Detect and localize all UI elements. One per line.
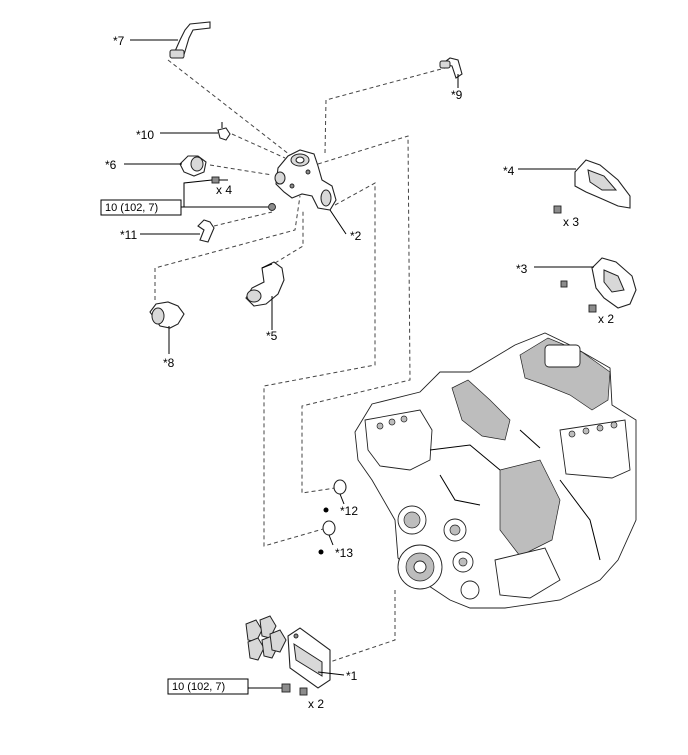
torque-leader-outlet [181,179,268,208]
hose-7-icon [169,21,211,59]
idler-pulley-icon [443,518,480,600]
hose-11-icon [197,219,215,243]
bolt-icon [560,280,597,313]
hose-5-icon [245,261,285,307]
callout-12: *12 [340,504,358,518]
callout-5: *5 [266,329,278,343]
torque-value-outlet: 10 (102, 7) [105,202,158,214]
callout-11: *11 [120,228,137,242]
callout-7: *7 [113,34,125,48]
leader-2 [329,209,347,235]
replace-marker-12 [323,507,329,513]
bracket-1-icon [287,627,331,689]
callout-1: *1 [346,669,358,683]
callout-6: *6 [105,158,117,172]
leader-13 [328,534,334,546]
callout-3: *3 [516,262,528,276]
water-pump-pulley-icon [397,505,427,535]
qty-p3-bolts: x 2 [598,312,614,326]
callout-10: *10 [136,128,154,142]
torque-value-bracket: 10 (102, 7) [172,681,225,693]
qty-p1-bolts: x 2 [308,697,324,711]
qty-p4-bolts: x 3 [563,215,579,229]
hose-8-icon [149,301,185,329]
clamp-10-icon [217,122,231,141]
gasket-13-icon [322,520,336,536]
gasket-12-icon [333,479,347,495]
torque-spec-outlet: 10 (102, 7) [100,199,182,216]
crank-pulley-icon [397,544,443,590]
callout-8: *8 [163,356,175,370]
leader-12 [339,493,345,505]
replace-marker-13 [318,549,324,555]
hose-6-icon [179,155,207,177]
bolt-icon [553,205,562,214]
assembly-dashed-lines [154,59,446,669]
torque-spec-bracket: 10 (102, 7) [167,678,249,695]
cylinder-head-bolts [376,415,618,438]
callout-4: *4 [503,164,515,178]
cover-4-icon [574,159,631,209]
bolt-icon [281,683,308,696]
water-outlet-2-icon [274,149,337,211]
hose-9-icon [439,57,463,79]
callout-2: *2 [350,229,362,243]
bracket-3-icon [591,257,637,309]
callout-9: *9 [451,88,463,102]
leader-1 [317,671,345,676]
qty-outlet-bolts: x 4 [216,183,232,197]
callout-13: *13 [335,546,353,560]
nut-icon [268,203,276,211]
engine-block-icon [354,332,637,609]
coil-connector-icon [245,615,287,661]
